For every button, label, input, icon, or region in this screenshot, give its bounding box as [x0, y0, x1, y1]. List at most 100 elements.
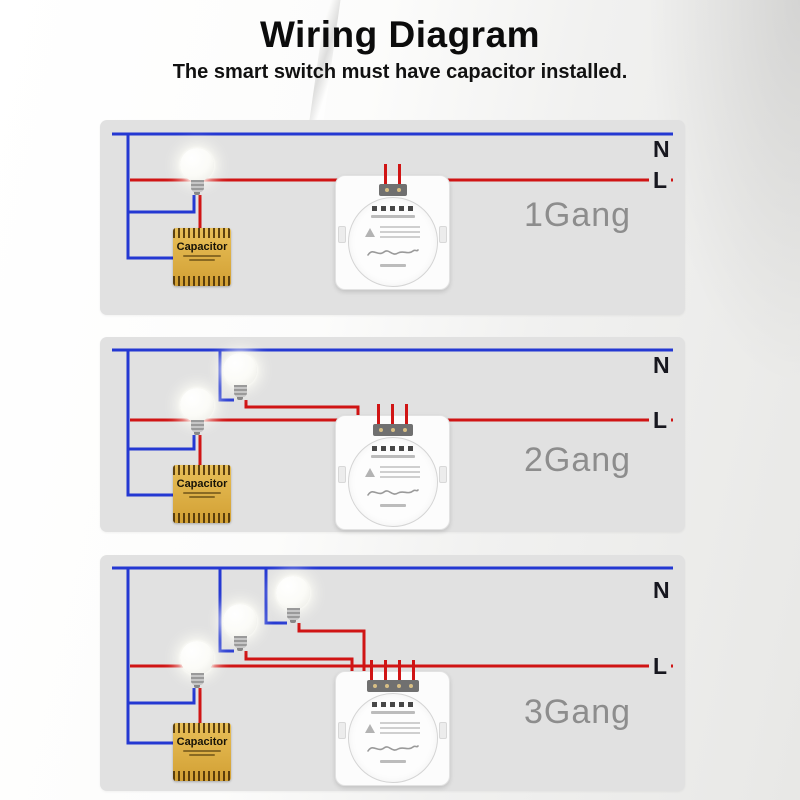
fineprint-bars — [380, 719, 420, 737]
bulb-screw-base — [190, 673, 204, 685]
neutral-label: N — [653, 352, 670, 378]
signature-squiggle — [366, 249, 419, 256]
terminal-block — [378, 184, 407, 196]
capacitor-fineprint — [183, 255, 221, 257]
capacitor: Capacitor — [173, 228, 231, 286]
smart-switch — [335, 660, 450, 786]
live-terminal-wire — [398, 660, 401, 682]
light-bulb — [180, 148, 214, 195]
bulb-globe — [223, 353, 257, 387]
page-title: Wiring Diagram — [259, 14, 541, 55]
live-label: L — [649, 654, 672, 679]
capacitor-fineprint — [189, 259, 215, 261]
terminal-screw — [396, 684, 401, 688]
bulb-neutral-drop — [218, 351, 234, 402]
bulb-screw-base — [190, 420, 204, 432]
signature-squiggle — [366, 745, 419, 752]
terminal-block — [372, 424, 413, 436]
disc-markings — [365, 463, 420, 481]
bulb-neutral-wire — [128, 688, 196, 705]
switch-feed-wire — [297, 623, 366, 683]
neutral-label: N — [653, 136, 670, 162]
gang-label: 3Gang — [524, 693, 632, 731]
bulb-globe — [276, 576, 310, 610]
bulb-screw-base — [190, 180, 204, 192]
mounting-lug — [338, 722, 346, 739]
capacitor-label: Capacitor — [176, 241, 228, 253]
capacitor-pins-bottom — [173, 771, 231, 781]
terminal-screw — [396, 188, 401, 192]
mounting-lug — [439, 722, 447, 739]
warning-icon — [365, 723, 375, 733]
neutral-feeder-wire — [126, 350, 173, 497]
signature-squiggle — [366, 489, 419, 496]
live-label: L — [649, 168, 672, 193]
light-bulb — [223, 353, 257, 400]
fineprint-bar — [379, 760, 406, 763]
switch-disc — [347, 437, 438, 527]
gang-label: 2Gang — [524, 441, 632, 479]
capacitor: Capacitor — [173, 465, 231, 523]
capacitor-fineprint — [183, 750, 221, 752]
fineprint-bar — [379, 504, 406, 507]
capacitor-label: Capacitor — [176, 478, 228, 490]
bulb-tip — [237, 648, 243, 651]
mounting-lug — [439, 466, 447, 483]
fineprint-bar — [379, 264, 406, 267]
bulb-tip — [194, 432, 200, 435]
bulb-tip — [290, 620, 296, 623]
neutral-feeder-wire — [126, 134, 173, 260]
bulb-neutral-drop — [264, 569, 287, 625]
capacitor-label: Capacitor — [176, 736, 228, 748]
mounting-lug — [338, 466, 346, 483]
bulb-neutral-drop — [218, 569, 234, 653]
capacitor-pins-bottom — [173, 276, 231, 286]
light-bulb — [276, 576, 310, 623]
wiring-panel-3gang: Capacitor — [100, 555, 685, 791]
terminal-screw — [378, 428, 383, 432]
mounting-lug — [338, 226, 346, 243]
live-terminal-wire — [384, 164, 387, 186]
switch-disc — [347, 197, 438, 287]
bulb-screw-base — [233, 385, 247, 397]
live-terminal-wire — [391, 404, 394, 426]
wiring-panel-1gang: Capacitor — [100, 120, 685, 315]
gang-label: 1Gang — [524, 196, 632, 234]
capacitor-fineprint — [189, 496, 215, 498]
bulb-globe — [180, 641, 214, 675]
live-terminal-wire — [398, 164, 401, 186]
fineprint-bar — [370, 215, 415, 218]
light-bulb — [223, 604, 257, 651]
fineprint-bar — [370, 711, 415, 714]
light-bulb — [180, 641, 214, 688]
live-terminal-wire — [377, 404, 380, 426]
capacitor-pins-top — [173, 723, 231, 733]
mounting-lug — [439, 226, 447, 243]
live-label: L — [649, 408, 672, 433]
neutral-feeder-wire — [126, 568, 173, 745]
neutral-label: N — [653, 577, 670, 603]
bulb-globe — [180, 388, 214, 422]
terminal-screw — [408, 684, 413, 688]
live-terminal-wire — [412, 660, 415, 682]
disc-markings — [365, 223, 420, 241]
terminal-screw — [390, 428, 395, 432]
switch-terminal-wires — [336, 660, 449, 682]
capacitor-fineprint — [183, 492, 221, 494]
bulb-neutral-wire — [128, 435, 196, 451]
bulb-tip — [237, 397, 243, 400]
fineprint-bar — [370, 455, 415, 458]
capacitor-pins-top — [173, 228, 231, 238]
bulb-tip — [194, 192, 200, 195]
disc-terminal-marks — [372, 206, 413, 211]
switch-terminal-wires — [336, 164, 449, 186]
terminal-block — [366, 680, 419, 692]
live-terminal-wire — [384, 660, 387, 682]
capacitor: Capacitor — [173, 723, 231, 781]
disc-terminal-marks — [372, 446, 413, 451]
disc-markings — [365, 719, 420, 737]
bulb-neutral-wire — [128, 195, 196, 214]
live-terminal-wire — [405, 404, 408, 426]
switch-feed-wire — [244, 400, 360, 422]
